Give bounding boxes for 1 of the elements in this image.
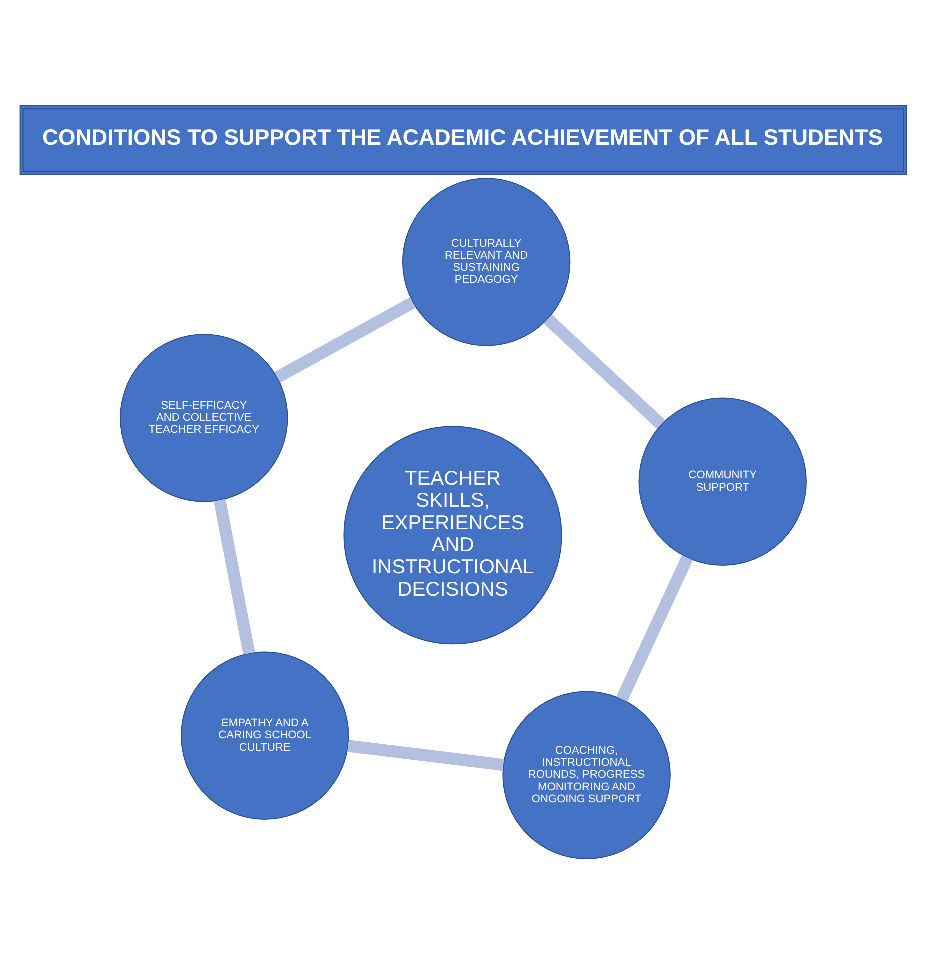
diagram-title: CONDITIONS TO SUPPORT THE ACADEMIC ACHIEVEMENT OF ALL STUDENTS xyxy=(42,124,884,150)
